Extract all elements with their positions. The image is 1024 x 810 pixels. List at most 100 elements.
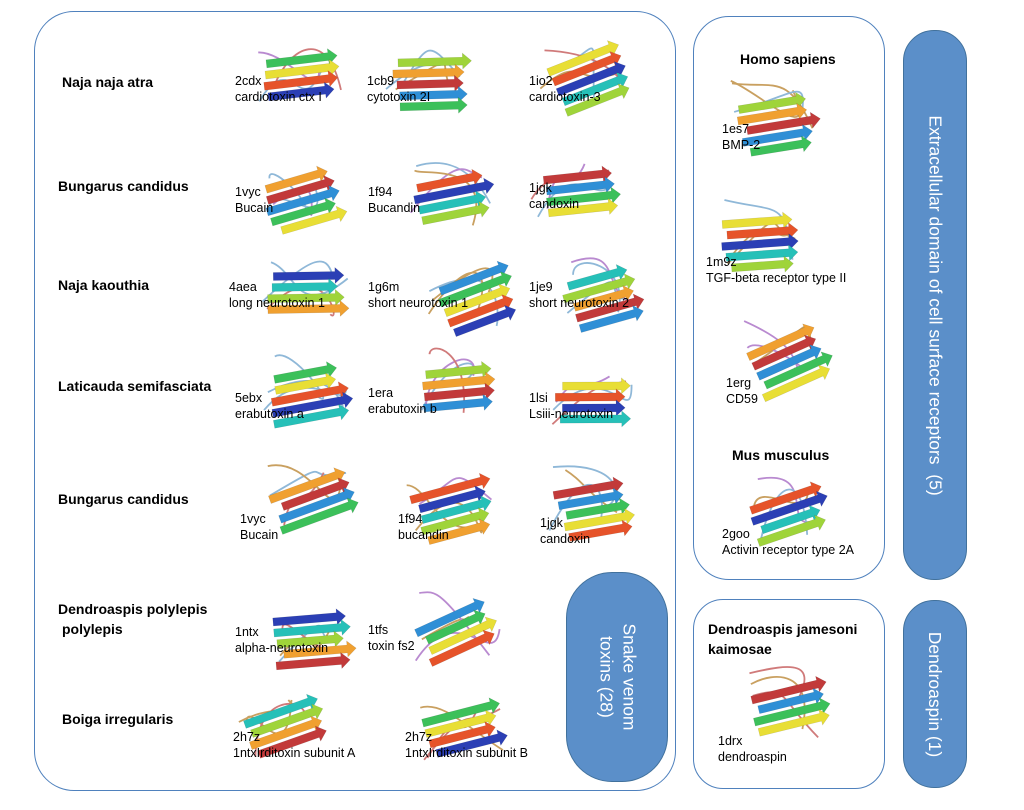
loop-segment	[274, 354, 325, 400]
beta-strand	[562, 273, 636, 304]
beta-strand	[273, 361, 338, 384]
beta-strand	[756, 344, 822, 381]
species-label: Boiga irregularis	[62, 711, 174, 727]
beta-strand	[763, 351, 833, 390]
protein-ribbon-icon	[267, 464, 359, 535]
protein-name: candoxin	[540, 532, 591, 546]
loop-segment	[419, 591, 491, 656]
beta-strand	[416, 168, 483, 193]
beta-strand	[561, 72, 629, 107]
beta-strand	[731, 255, 794, 273]
protein-name: Lsiii-neurotoxin	[529, 407, 614, 421]
protein-name: cardiotoxin ctx I	[235, 90, 322, 104]
species-label: Naja naja atra	[62, 74, 154, 90]
protein-structure	[245, 26, 355, 144]
beta-strand	[263, 70, 339, 91]
pdb-id: 1f94	[398, 512, 423, 526]
beta-strand	[409, 472, 491, 505]
beta-strand	[283, 640, 357, 659]
pdb-id: 1m9z	[706, 255, 737, 269]
beta-strand	[447, 294, 514, 328]
receptors-badge-text: Extracellular domain of cell surface rec…	[925, 114, 946, 496]
beta-strand	[425, 360, 492, 379]
protein-name: short neurotoxin 1	[368, 296, 469, 310]
beta-strand	[267, 81, 335, 102]
pdb-id: 2goo	[722, 527, 750, 541]
beta-strand	[274, 372, 337, 395]
beta-strand	[760, 504, 821, 535]
protein-ribbon-icon	[264, 165, 348, 235]
beta-strand	[273, 618, 351, 638]
beta-strand	[427, 518, 491, 545]
loop-segment	[254, 703, 307, 757]
beta-strand	[542, 165, 613, 185]
snake-venom-toxins-badge: Snake venom toxins (28)	[566, 572, 668, 782]
pdb-id: 2h7z	[233, 730, 261, 744]
protein-name: toxin fs2	[368, 639, 415, 653]
beta-strand	[555, 388, 626, 406]
beta-strand	[721, 211, 793, 229]
beta-strand	[275, 651, 351, 671]
beta-strand	[737, 91, 807, 114]
beta-strand	[399, 96, 468, 114]
beta-strand	[267, 299, 350, 317]
protein-ribbon-icon	[263, 354, 354, 429]
beta-strand	[547, 197, 619, 218]
beta-strand	[545, 176, 615, 196]
protein-ribbon-icon	[548, 465, 636, 542]
protein-name: Bucandin	[368, 201, 421, 215]
protein-ribbon-icon	[530, 163, 621, 218]
species-label: Dendroaspis jamesoni	[708, 621, 858, 637]
beta-strand	[257, 725, 327, 759]
loop-segment	[552, 465, 617, 509]
beta-strand	[562, 399, 626, 417]
beta-strand	[546, 40, 620, 77]
beta-strand	[280, 205, 348, 235]
pdb-id: 1cb9	[367, 74, 395, 88]
beta-strand	[725, 244, 799, 262]
badge-line-1: Snake venom	[619, 623, 640, 731]
protein-structure	[395, 456, 505, 574]
beta-strand	[721, 233, 799, 251]
beta-strand	[565, 497, 630, 520]
protein-structure	[537, 455, 647, 573]
protein-name: Activin receptor type 2A	[722, 543, 855, 557]
protein-structure	[732, 658, 842, 776]
beta-strand	[750, 675, 827, 705]
protein-name: BMP-2	[722, 138, 761, 152]
pdb-id: 1drx	[718, 734, 743, 748]
protein-structure	[520, 143, 630, 261]
beta-strand	[749, 135, 812, 157]
beta-strand	[428, 721, 496, 749]
beta-strand	[753, 697, 831, 727]
pdb-id: 1je9	[529, 280, 553, 294]
beta-strand	[428, 629, 495, 667]
protein-ribbon-icon	[409, 162, 495, 226]
beta-strand	[413, 177, 495, 205]
pdb-id: 1ntx	[235, 625, 259, 639]
species-label: Homo sapiens	[740, 51, 836, 67]
pdb-id: 1vyc	[240, 512, 266, 526]
beta-strand	[568, 519, 633, 542]
beta-strand	[428, 616, 497, 655]
beta-strand	[265, 185, 340, 217]
beta-strand	[746, 111, 821, 135]
pdb-id: 4aea	[229, 280, 257, 294]
beta-strand	[726, 222, 799, 240]
